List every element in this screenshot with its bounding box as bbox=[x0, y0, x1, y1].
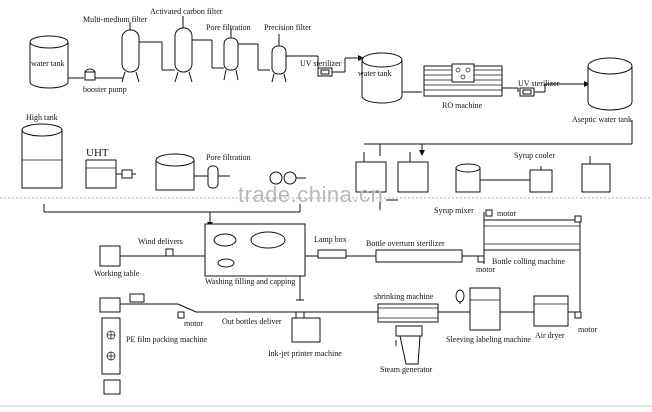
water-tank-1 bbox=[29, 35, 69, 89]
water-tank-2 bbox=[361, 52, 422, 104]
precision-filter bbox=[271, 34, 319, 83]
ro-machine-label: RO machine bbox=[442, 101, 483, 110]
ro-machine bbox=[423, 63, 519, 97]
motor-top-label: motor bbox=[497, 209, 516, 218]
uv-sterilizer-1 bbox=[317, 55, 364, 77]
steam-generator-label: Steam generator bbox=[380, 365, 433, 374]
stage-water-treatment: water tank booster pump Multi-medium fil… bbox=[29, 7, 633, 144]
working-table bbox=[99, 245, 130, 267]
activated-carbon-filter-label: Activated carbon filter bbox=[150, 7, 223, 16]
multi-medium-filter-label: Multi-medium filter bbox=[83, 15, 148, 24]
motor-mid-label: motor bbox=[476, 265, 495, 274]
small-filters bbox=[269, 171, 306, 185]
syrup-mixer-label: Syrup mixer bbox=[434, 206, 474, 215]
precision-filter-label: Precision filter bbox=[264, 23, 312, 32]
booster-pump bbox=[68, 68, 123, 81]
air-dryer-label: Air dryer bbox=[535, 331, 565, 340]
uv-sterilizer-1-label: UV sterilizer bbox=[300, 59, 342, 68]
pore-filtration-1 bbox=[223, 28, 270, 81]
aseptic-water-tank bbox=[587, 57, 633, 144]
uht bbox=[85, 159, 136, 189]
stage-packaging: PE film packing machine motor Out bottle… bbox=[99, 287, 597, 395]
shrinking-machine-label: shrinking machine bbox=[374, 292, 434, 301]
pipe-aseptic-to-mixers bbox=[364, 143, 632, 156]
uv-sterilizer-2-label: UV sterilizer bbox=[518, 79, 560, 88]
steam-generator bbox=[395, 325, 423, 365]
syrup-mixer-tanks bbox=[355, 144, 429, 210]
washing-filling-capping-machine bbox=[204, 223, 318, 277]
pe-film-packing-machine-label: PE film packing machine bbox=[126, 335, 208, 344]
wind-delivers bbox=[130, 248, 205, 257]
shrinking-machine bbox=[377, 303, 439, 323]
inkjet-printer-label: Ink-jet printer machine bbox=[268, 349, 342, 358]
syrup-cooler bbox=[455, 156, 611, 193]
lamp-box bbox=[317, 249, 376, 259]
lamp-box-label: Lamp box bbox=[314, 235, 347, 244]
working-table-label: Working table bbox=[94, 269, 140, 278]
pore-filtration-2 bbox=[194, 165, 230, 189]
multi-medium-filter bbox=[121, 22, 175, 83]
washing-filling-capping-label: Washing filling and capping bbox=[205, 277, 295, 286]
water-tank-1-label: water tank bbox=[31, 59, 65, 68]
out-bottles-deliver bbox=[120, 303, 582, 319]
sleeving-labeling-machine bbox=[455, 287, 501, 331]
bottle-overturn-sterilizer bbox=[375, 249, 484, 263]
stage-filling: Working table Wind delivers Washing fill… bbox=[94, 209, 582, 318]
bottle-cooling-machine bbox=[477, 209, 582, 318]
watermark: trade.china.cn bbox=[238, 182, 383, 207]
high-tank bbox=[21, 123, 63, 189]
high-tank-label: High tank bbox=[26, 113, 58, 122]
activated-carbon-filter bbox=[174, 16, 224, 83]
inkjet-printer bbox=[291, 311, 321, 343]
mixing-tank bbox=[155, 153, 195, 191]
bottle-cooling-machine-label: Bottle colling machine bbox=[492, 257, 565, 266]
out-bottles-deliver-label: Out bottles deliver bbox=[222, 317, 282, 326]
aseptic-water-tank-label: Aseptic water tank bbox=[572, 115, 632, 124]
bottle-overturn-sterilizer-label: Bottle overturn sterilizer bbox=[366, 239, 445, 248]
water-tank-2-label: water tank bbox=[358, 69, 392, 78]
syrup-cooler-label: Syrup cooler bbox=[514, 151, 555, 160]
uv-sterilizer-2 bbox=[519, 81, 590, 97]
pore-filtration-2-label: Pore filtration bbox=[206, 153, 251, 162]
air-dryer bbox=[533, 295, 569, 327]
pore-filtration-1-label: Pore filtration bbox=[206, 23, 251, 32]
booster-pump-label: booster pump bbox=[83, 85, 127, 94]
motor-left-label: motor bbox=[184, 319, 203, 328]
wind-delivers-label: Wind delivers bbox=[138, 237, 183, 246]
motor-right-label: motor bbox=[578, 325, 597, 334]
sleeving-labeling-machine-label: Sleeving labeling machine bbox=[446, 335, 531, 344]
pe-film-packing-machine bbox=[99, 293, 145, 395]
uht-label: UHT bbox=[86, 147, 109, 159]
stage-syrup-mixing: High tank UHT Pore filtration bbox=[21, 113, 611, 215]
